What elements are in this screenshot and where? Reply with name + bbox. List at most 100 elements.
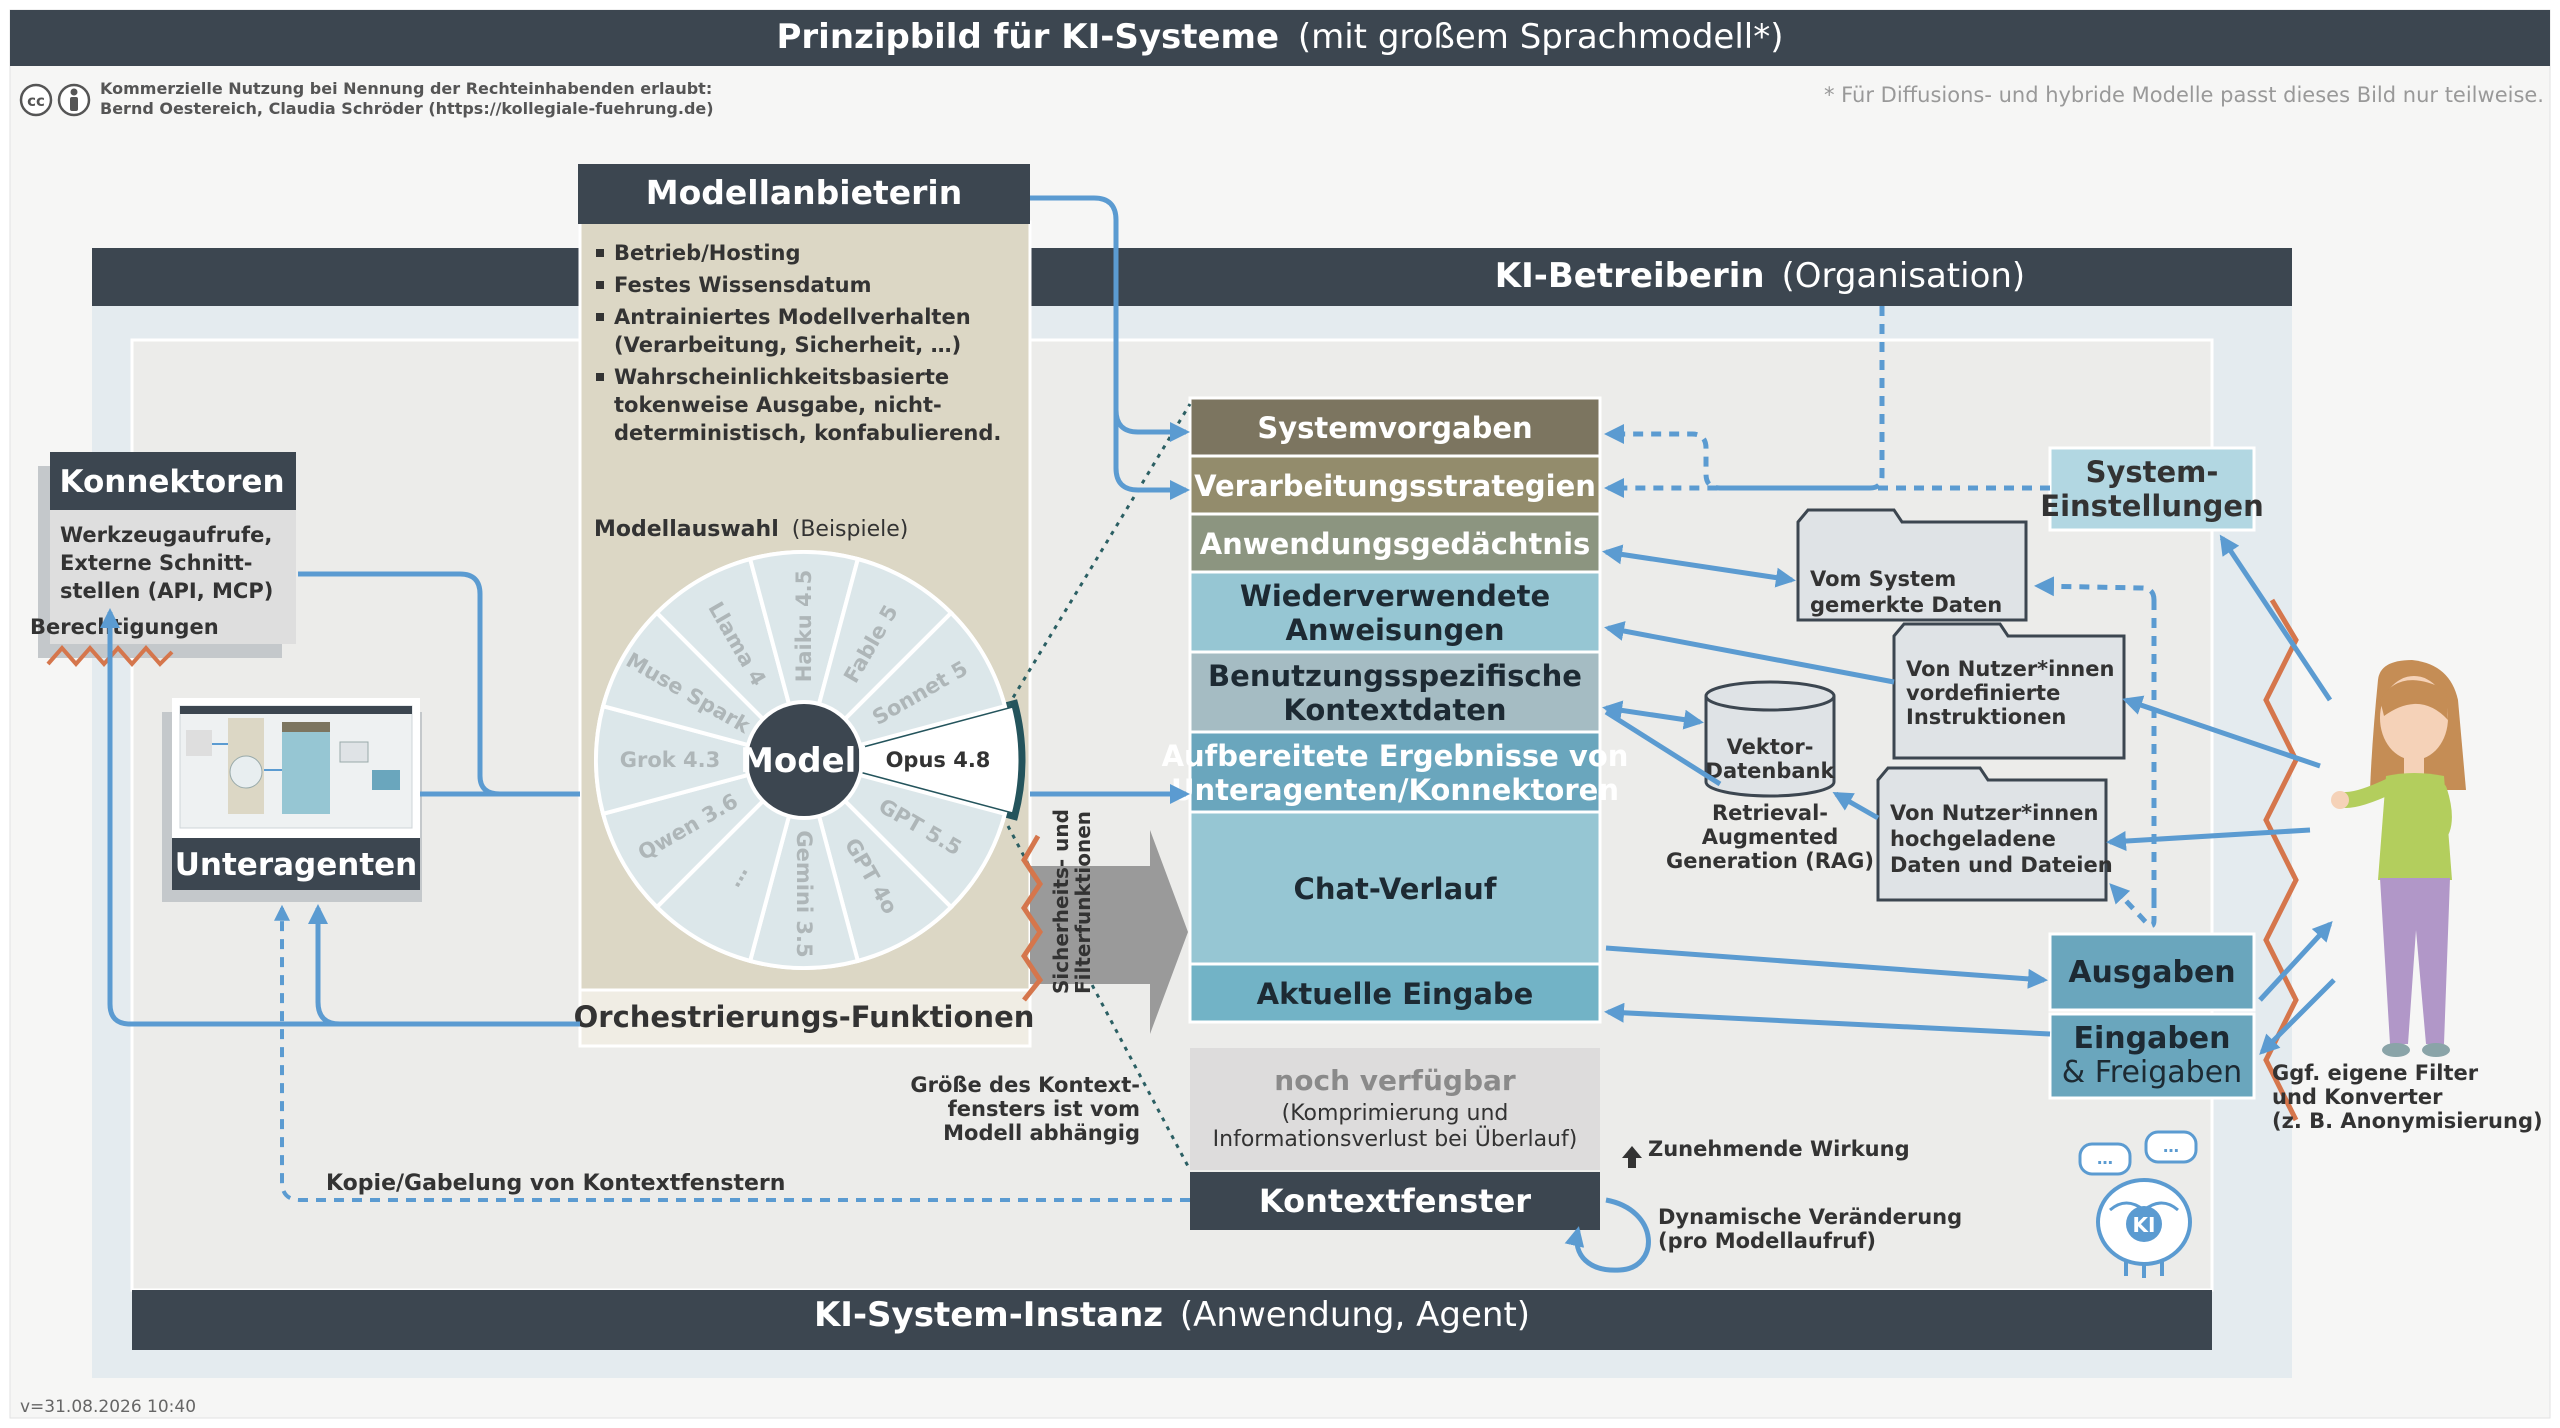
arrow-person-inputs — [2259, 978, 2336, 1055]
user-uploads-line-3: Daten und Dateien — [1890, 853, 2113, 877]
cc-icon: cc — [19, 83, 53, 117]
model-center-label: Modell — [740, 741, 868, 781]
user-uploads-line-1: Von Nutzer*innen — [1890, 801, 2098, 825]
releases-label: & Freigaben — [2062, 1055, 2242, 1090]
inputs-label: Eingaben — [2073, 1021, 2230, 1056]
svg-text:Prinzipbild für KI-Systeme: Prinzipbild für KI-Systeme (mit großem S… — [776, 17, 1783, 57]
context-block-chatverlauf — [1188, 810, 1602, 966]
system-memory-folder: Vom System gemerkte Daten — [1796, 508, 2028, 622]
system-settings-box: System- Einstellungen — [2040, 446, 2264, 532]
context-block-label: Aufbereitete Ergebnisse von — [1162, 739, 1629, 773]
svg-text:KI-Betreiberin (Organisa: KI-Betreiberin (Organisation) — [1495, 256, 2025, 296]
model-segment — [797, 610, 1008, 764]
model-segment — [747, 550, 861, 768]
dynamic-line-1: Dynamische Veränderung — [1658, 1205, 1962, 1229]
rag-line-3: Generation (RAG) — [1666, 849, 1874, 873]
system-memory-line-2: gemerkte Daten — [1810, 593, 2002, 617]
increasing-effect-note: Zunehmende Wirkung — [1622, 1137, 1910, 1168]
context-block-label: Anwendungsgedächtnis — [1200, 527, 1591, 561]
user-instructions-line-2: vordefinierte — [1906, 681, 2060, 705]
model-name: Opus 4.8 — [886, 748, 991, 772]
user-uploads-folder: Von Nutzer*innen hochgeladene Daten und … — [1876, 766, 2113, 902]
rag-line-1: Retrieval- — [1712, 801, 1828, 825]
ai-brain-icon: … … KI — [2078, 1130, 2198, 1278]
context-block-label: Benutzungsspezifische — [1208, 659, 1582, 693]
operator-title: KI-Betreiberin — [1495, 256, 1765, 296]
bullet-marker — [596, 281, 604, 289]
dashed-arrows — [1604, 306, 2157, 928]
user-instructions-line-1: Von Nutzer*innen — [1906, 657, 2114, 681]
permissions-label: Berechtigungen — [30, 615, 219, 639]
user-person-icon — [2331, 660, 2466, 1057]
outputs-label: Ausgaben — [2068, 955, 2235, 990]
arrow-memory — [1602, 544, 1796, 588]
free-title: noch verfügbar — [1274, 1064, 1516, 1097]
model-segment — [600, 610, 811, 764]
arrow-uploads-vector — [1832, 791, 1880, 821]
arrow-provider-strategies — [1113, 410, 1190, 500]
user-instructions-folder: Von Nutzer*innen vordefinierte Instrukti… — [1892, 622, 2126, 760]
connection-arrows — [100, 195, 2336, 1055]
model-segment — [594, 703, 812, 817]
provider-bullet-text: Betrieb/Hosting — [614, 241, 801, 265]
context-window-label: Kontextfenster — [1259, 1182, 1531, 1220]
context-block-label: Systemvorgaben — [1257, 411, 1532, 445]
copy-fork-connection: Kopie/Gabelung von Kontextfenstern — [274, 904, 1190, 1202]
security-label-2: Filterfunktionen — [1071, 811, 1095, 994]
context-window-label-box: Kontextfenster — [1190, 1172, 1600, 1230]
context-block-label: Kontextdaten — [1283, 693, 1506, 727]
provider-bullet-text: Antrainiertes Modellverhalten — [614, 305, 971, 329]
context-block-aktuelle — [1188, 962, 1602, 1024]
context-block-anwendungsgedaechtnis — [1188, 512, 1602, 574]
context-block-label: Unteragenten/Konnektoren — [1171, 773, 1619, 807]
operator-subtitle: (Organisation) — [1781, 256, 2025, 296]
user-instructions-line-3: Instruktionen — [1906, 705, 2066, 729]
rag-line-2: Augmented — [1702, 825, 1839, 849]
connectors-title: Konnektoren — [59, 464, 284, 500]
inputs-box: Eingaben & Freigaben — [2048, 1012, 2256, 1100]
free-line-1: (Komprimierung und — [1282, 1101, 1509, 1126]
context-block-benutzungsspezifische — [1188, 650, 1602, 734]
license-line-1: Kommerzielle Nutzung bei Nennung der Rec… — [100, 79, 712, 98]
dynamic-line-2: (pro Modellaufruf) — [1658, 1229, 1876, 1253]
arrow-outputs-person — [2258, 921, 2333, 1002]
context-free-block: noch verfügbar (Komprimierung und Inform… — [1190, 1048, 1600, 1170]
provider-bullet-text: tokenweise Ausgabe, nicht- — [614, 393, 942, 417]
connectors-line-1: Werkzeugaufrufe, — [60, 523, 272, 547]
size-note-1: Größe des Kontext- — [910, 1073, 1140, 1097]
svg-text:KI: KI — [2133, 1213, 2156, 1237]
settings-line-1: System- — [2086, 455, 2219, 489]
model-segment — [654, 753, 808, 964]
provider-title: Modellanbieterin — [646, 173, 962, 212]
dynamic-change-note: Dynamische Veränderung (pro Modellaufruf… — [1564, 1197, 1962, 1273]
model-segment — [654, 556, 808, 767]
context-block-label: Anweisungen — [1285, 613, 1504, 647]
security-label-1: Sicherheits- und — [1049, 809, 1073, 994]
database-icon — [1704, 680, 1836, 712]
footnote: * Für Diffusions- und hybride Modelle pa… — [1824, 83, 2544, 107]
header-bar: Prinzipbild für KI-Systeme (mit großem S… — [10, 10, 2550, 66]
size-note-3: Modell abhängig — [943, 1121, 1140, 1145]
license-block: cc Kommerzielle Nutzung bei Nennung der … — [19, 79, 714, 118]
model-choice-note: (Beispiele) — [792, 517, 909, 542]
vector-db-line-1: Vektor- — [1727, 735, 1814, 759]
security-filter: Sicherheits- und Filterfunktionen — [1020, 809, 1188, 1034]
provider-bullet-text: (Verarbeitung, Sicherheit, …) — [614, 333, 961, 357]
by-person-icon — [57, 83, 91, 117]
provider-bullet-text: Wahrscheinlichkeitsbasierte — [614, 365, 949, 389]
model-segment — [800, 753, 954, 964]
context-block-label: Wiederverwendete — [1240, 579, 1550, 613]
subagent-thumbnail — [179, 705, 413, 829]
connectors-panel: Konnektoren Werkzeugaufrufe, Externe Sch… — [30, 452, 296, 668]
provider-bullet-text: deterministisch, konfabulierend. — [614, 421, 1001, 445]
bullet-marker — [596, 373, 604, 381]
bullet-marker — [596, 313, 604, 321]
model-name: Grok 4.3 — [620, 748, 721, 772]
size-note-2: fensters ist vom — [948, 1097, 1140, 1121]
version-label: v=31.08.2026 10:40 — [20, 1397, 196, 1417]
arrow-person-instructions — [2122, 695, 2321, 769]
settings-line-2: Einstellungen — [2040, 489, 2263, 523]
